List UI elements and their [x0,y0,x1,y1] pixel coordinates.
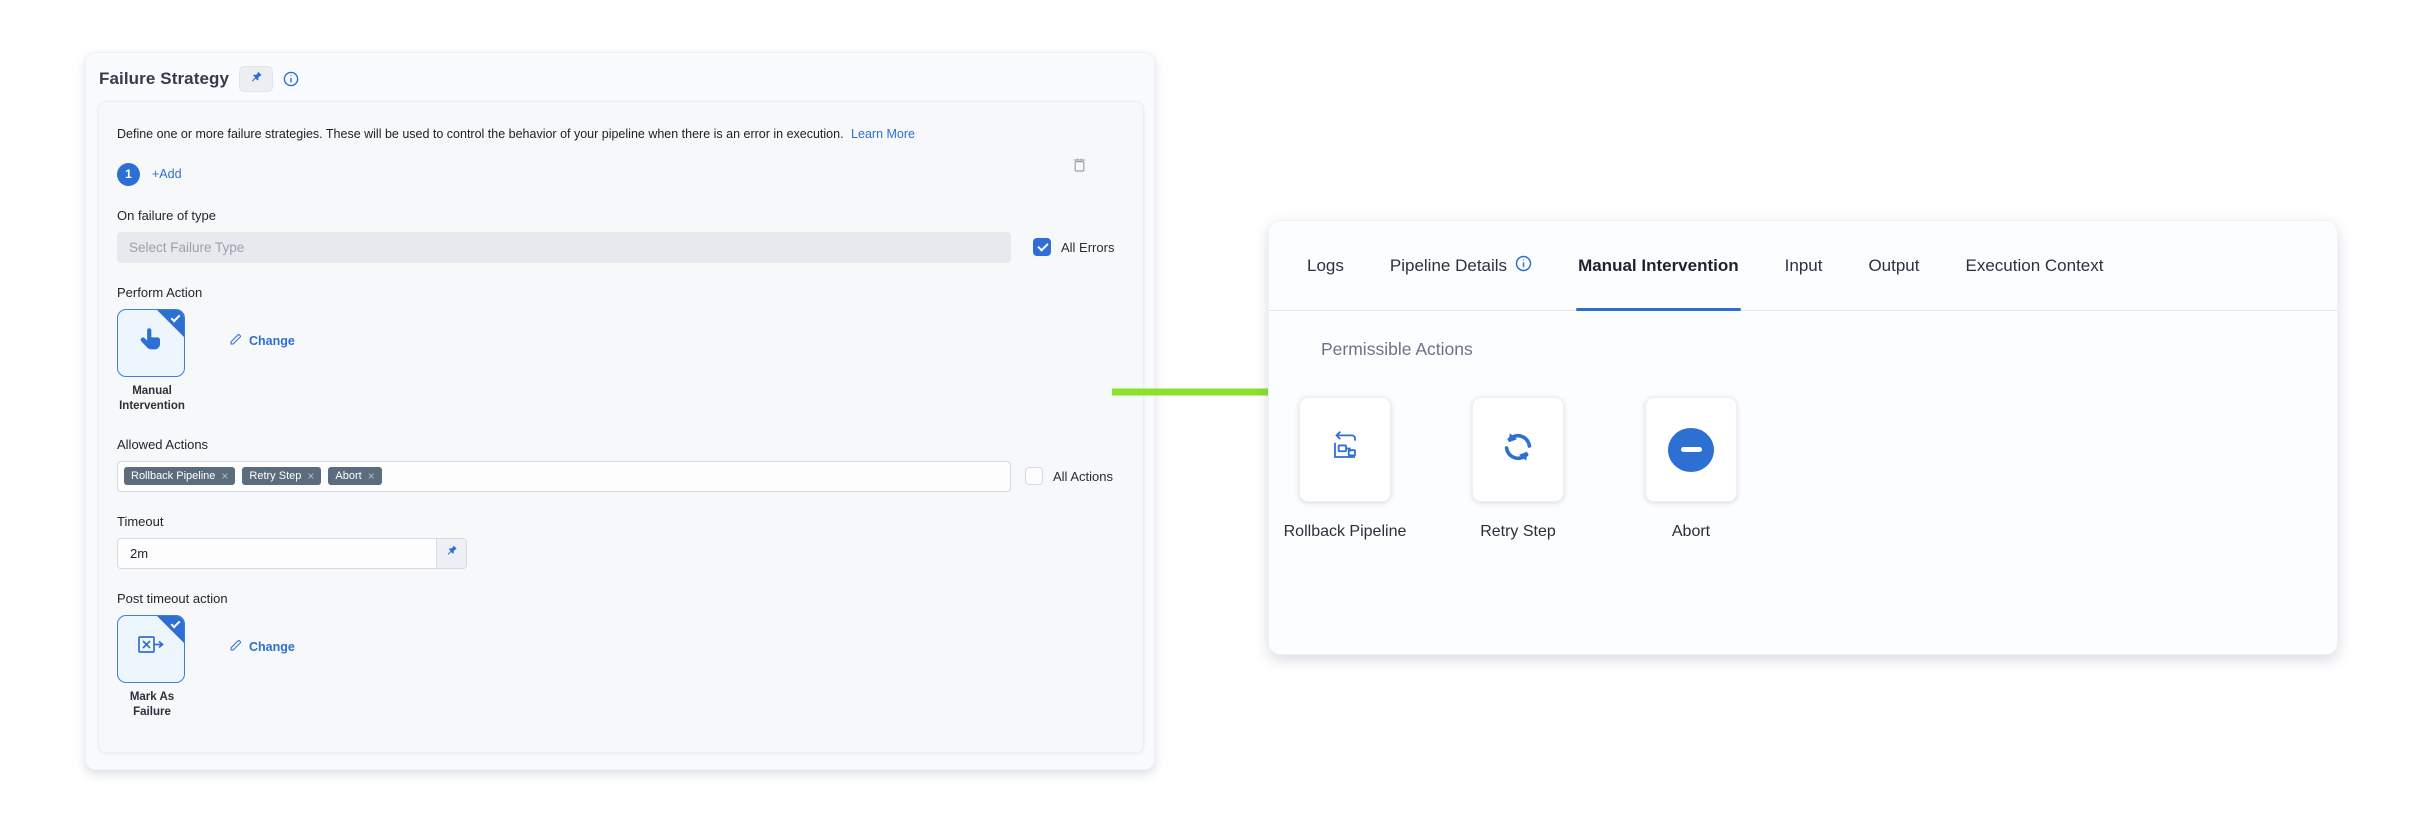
tab-manual-intervention[interactable]: Manual Intervention [1576,221,1741,311]
tag-label: Rollback Pipeline [131,470,216,483]
pencil-icon [229,333,242,349]
tab-logs[interactable]: Logs [1307,221,1344,310]
details-tabbar: Logs Pipeline Details Manual Interventio… [1269,221,2337,311]
post-timeout-action-card[interactable] [117,614,185,683]
timeout-pin-button[interactable] [436,537,467,569]
abort-minus-bar [1680,447,1702,452]
mark-failure-icon [136,633,166,664]
all-errors-checkbox[interactable] [1033,238,1051,257]
tab-input[interactable]: Input [1785,221,1823,310]
change-post-timeout-button[interactable]: Change [229,639,295,655]
pin-icon [445,544,458,562]
perform-action-card[interactable] [117,308,185,377]
all-errors-checkbox-wrap[interactable]: All Errors [1033,238,1115,257]
info-icon[interactable] [283,71,299,87]
remove-tag-icon[interactable]: × [307,469,315,484]
add-strategy-button[interactable]: +Add [152,167,182,182]
all-errors-label: All Errors [1061,239,1115,255]
retry-icon [1495,425,1541,474]
tab-pipeline-details[interactable]: Pipeline Details [1390,221,1532,310]
strategy-list-row: 1 +Add [117,158,1125,186]
failure-strategy-card: Define one or more failure strategies. T… [98,101,1144,753]
failure-type-select[interactable] [117,231,1011,263]
all-actions-checkbox[interactable] [1025,467,1043,486]
all-actions-label: All Actions [1053,468,1113,484]
action-label: Rollback Pipeline [1283,523,1407,540]
abort-icon [1668,427,1714,472]
timeout-label: Timeout [117,513,164,529]
post-timeout-action-name: Mark As Failure [129,690,175,719]
tab-label: Pipeline Details [1389,255,1508,275]
tab-output[interactable]: Output [1868,221,1919,310]
info-icon[interactable] [1515,255,1532,277]
change-label: Change [249,639,295,654]
permissible-actions-row: Rollback Pipeline [1284,397,2337,544]
rollback-pipeline-button[interactable] [1299,397,1391,502]
pin-icon [249,70,263,89]
perform-action-name: Manual Intervention [119,384,185,413]
all-actions-checkbox-wrap[interactable]: All Actions [1025,467,1113,486]
failure-strategy-header: Failure Strategy [86,53,1154,92]
tab-execution-context[interactable]: Execution Context [1966,221,2104,310]
action-retry-step: Retry Step [1472,397,1564,544]
strategy-index-badge[interactable]: 1 [117,162,140,186]
tab-label: Output [1868,255,1920,275]
learn-more-link[interactable]: Learn More [851,127,915,141]
description-text: Define one or more failure strategies. T… [117,127,844,141]
change-label: Change [249,333,295,348]
tag-label: Abort [335,470,362,483]
selected-check-icon [170,312,181,323]
retry-step-button[interactable] [1472,397,1564,502]
failure-strategy-panel: Failure Strategy Define one or more fail… [85,52,1155,770]
tab-label: Input [1784,255,1823,275]
permissible-actions-title: Permissible Actions [1321,339,1473,359]
perform-action-label: Perform Action [117,284,203,300]
post-timeout-label: Post timeout action [117,590,228,606]
timeout-input[interactable] [117,537,436,569]
panel-title: Failure Strategy [99,69,230,88]
abort-button[interactable] [1645,397,1737,502]
on-failure-label: On failure of type [117,207,216,223]
remove-tag-icon[interactable]: × [221,469,229,484]
change-action-button[interactable]: Change [229,333,295,349]
pencil-icon [229,639,242,655]
tag-label: Retry Step [249,470,302,483]
rollback-pipeline-icon [1326,428,1364,471]
remove-tag-icon[interactable]: × [367,469,375,484]
selected-check-icon [170,618,181,629]
action-label: Abort [1671,523,1711,540]
hand-pointer-icon [136,325,166,360]
tab-label: Manual Intervention [1578,255,1739,275]
action-rollback-pipeline: Rollback Pipeline [1284,397,1406,544]
tab-label: Execution Context [1965,255,2104,275]
action-abort: Abort [1645,397,1737,544]
tag-abort: Abort × [328,467,382,486]
pin-button[interactable] [239,66,274,92]
action-label: Retry Step [1480,523,1556,540]
tab-label: Logs [1307,255,1344,275]
delete-icon[interactable] [1072,157,1087,178]
strategy-description: Define one or more failure strategies. T… [117,126,1125,143]
tag-rollback-pipeline: Rollback Pipeline × [124,467,236,486]
allowed-actions-label: Allowed Actions [117,436,209,452]
tag-retry-step: Retry Step × [242,467,322,486]
step-details-panel: Logs Pipeline Details Manual Interventio… [1268,220,2338,655]
allowed-actions-input[interactable]: Rollback Pipeline × Retry Step × Abort × [117,460,1011,492]
